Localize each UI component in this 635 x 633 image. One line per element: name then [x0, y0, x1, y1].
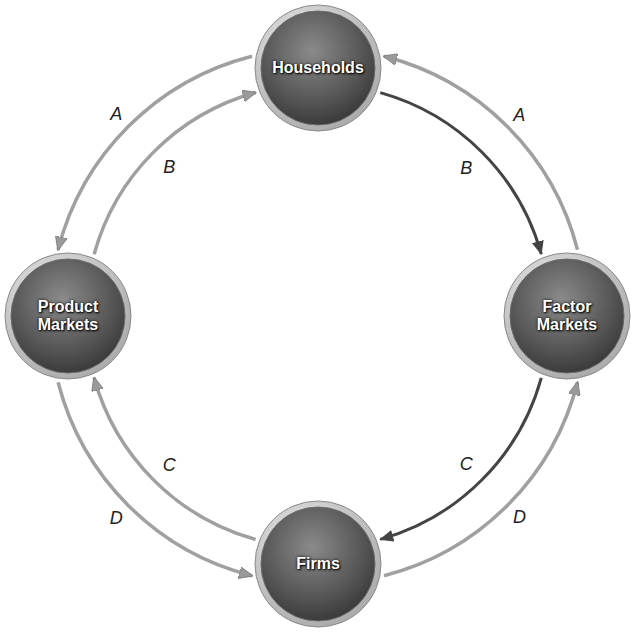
flow-arrow: [384, 56, 578, 250]
flow-arrow: [58, 382, 252, 576]
flow-arrow: [380, 378, 541, 540]
flow-letter: C: [460, 455, 473, 473]
flow-arrow: [94, 378, 256, 540]
flow-letter: B: [163, 158, 175, 176]
sector-name: Product Markets: [16, 298, 120, 335]
flow-arrow: [380, 93, 541, 255]
flow-letter: A: [513, 106, 525, 124]
flow-letter: A: [110, 105, 122, 123]
sector-circle: Households: [254, 4, 382, 132]
sector-circle: Factor Markets: [503, 252, 631, 380]
sector-circle: Product Markets: [4, 252, 132, 380]
flow-letter: B: [460, 159, 472, 177]
flow-letter: D: [110, 509, 123, 527]
flow-letter: C: [163, 456, 176, 474]
flow-letter: D: [513, 508, 526, 526]
sector-circle: Firms: [254, 500, 382, 628]
sector-name: Households: [272, 59, 364, 77]
flow-arrow: [94, 93, 256, 255]
sector-name: Factor Markets: [515, 298, 619, 335]
sector-name: Firms: [296, 555, 340, 573]
flow-arrow: [384, 382, 578, 576]
